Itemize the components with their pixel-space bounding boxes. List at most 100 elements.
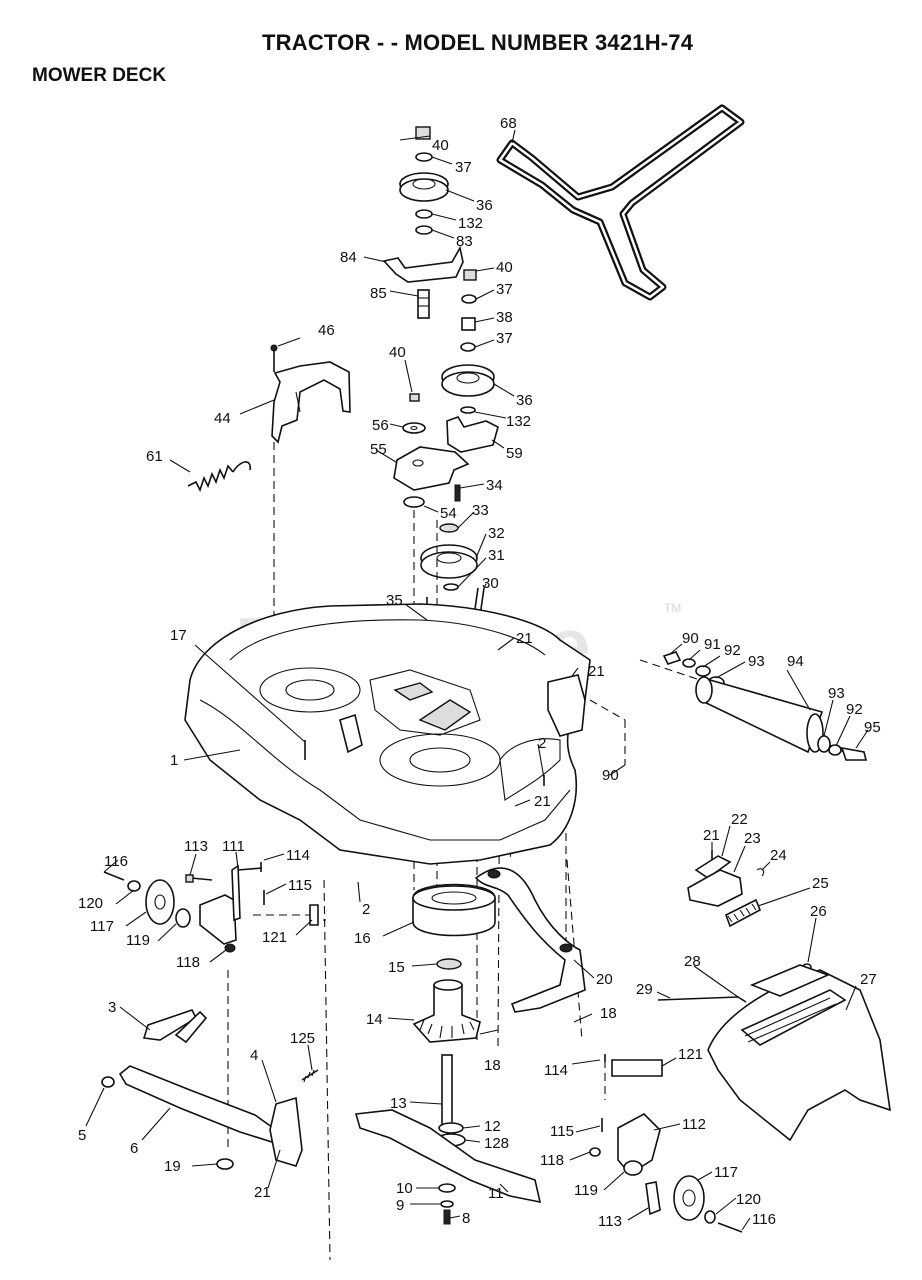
callout-84: 84 <box>340 249 357 266</box>
callout-40: 40 <box>389 344 406 361</box>
callout-labels: 40 37 36 132 83 84 85 68 40 37 38 37 36 … <box>78 115 881 1230</box>
callout-21: 21 <box>516 630 533 647</box>
callout-23: 23 <box>744 830 761 847</box>
watermark-trademark: TM <box>664 601 681 615</box>
callout-36: 36 <box>516 392 533 409</box>
callout-19: 19 <box>164 1158 181 1175</box>
leader-lines <box>85 129 869 1231</box>
callout-90: 90 <box>682 630 699 647</box>
callout-54: 54 <box>440 505 457 522</box>
callout-116: 116 <box>104 853 128 870</box>
callout-3: 3 <box>108 999 116 1016</box>
callout-92: 92 <box>724 642 741 659</box>
callout-115: 115 <box>550 1123 574 1140</box>
callout-26: 26 <box>810 903 827 920</box>
callout-91: 91 <box>704 636 721 653</box>
callout-119: 119 <box>126 932 150 949</box>
lower-idler-assembly <box>441 269 499 453</box>
callout-112: 112 <box>682 1116 706 1133</box>
callout-34: 34 <box>486 477 503 494</box>
anti-scalp-roller-assembly <box>662 651 868 761</box>
callout-95: 95 <box>864 719 881 736</box>
callout-85: 85 <box>370 285 387 302</box>
callout-37: 37 <box>455 159 472 176</box>
callout-132: 132 <box>458 215 483 232</box>
callout-18: 18 <box>600 1005 617 1022</box>
page-title: TRACTOR - - MODEL NUMBER 3421H-74 <box>262 30 694 55</box>
callout-90: 90 <box>602 767 619 784</box>
callout-120: 120 <box>78 895 103 912</box>
callout-37: 37 <box>496 330 513 347</box>
callout-10: 10 <box>396 1180 413 1197</box>
callout-29: 29 <box>636 981 653 998</box>
callout-21: 21 <box>254 1184 271 1201</box>
callout-25: 25 <box>812 875 829 892</box>
callout-117: 117 <box>714 1164 738 1181</box>
callout-55: 55 <box>370 441 387 458</box>
front-lift-arm-part <box>474 867 586 1013</box>
callout-92: 92 <box>846 701 863 718</box>
section-title: MOWER DECK <box>32 65 167 86</box>
callout-59: 59 <box>506 445 523 462</box>
callout-37: 37 <box>496 281 513 298</box>
callout-9: 9 <box>396 1197 404 1214</box>
callout-21: 21 <box>703 827 720 844</box>
center-pulley-assembly <box>393 393 485 622</box>
callout-114: 114 <box>286 847 310 864</box>
callout-68: 68 <box>500 115 517 132</box>
callout-17: 17 <box>170 627 187 644</box>
mower-deck-part <box>184 603 591 865</box>
belt-guard-part <box>270 344 351 444</box>
callout-27: 27 <box>860 971 877 988</box>
callout-35: 35 <box>386 592 403 609</box>
mower-belt-part <box>496 104 745 301</box>
callout-6: 6 <box>130 1140 138 1157</box>
callout-93: 93 <box>828 685 845 702</box>
callout-14: 14 <box>366 1011 383 1028</box>
callout-28: 28 <box>684 953 701 970</box>
left-gauge-wheel-assembly <box>103 862 319 953</box>
callout-40: 40 <box>432 137 449 154</box>
callout-46: 46 <box>318 322 335 339</box>
callout-40: 40 <box>496 259 513 276</box>
callout-118: 118 <box>540 1152 564 1169</box>
callout-24: 24 <box>770 847 787 864</box>
callout-56: 56 <box>372 417 389 434</box>
callout-83: 83 <box>456 233 473 250</box>
callout-32: 32 <box>488 525 505 542</box>
spring-part <box>187 461 251 493</box>
callout-116: 116 <box>752 1211 776 1228</box>
callout-16: 16 <box>354 930 371 947</box>
callout-21: 21 <box>588 663 605 680</box>
callout-119: 119 <box>574 1182 598 1199</box>
upper-idler-assembly <box>382 126 464 319</box>
callout-5: 5 <box>78 1127 86 1144</box>
callout-8: 8 <box>462 1210 470 1227</box>
callout-61: 61 <box>146 448 163 465</box>
callout-115: 115 <box>288 877 312 894</box>
callout-2: 2 <box>362 901 370 918</box>
callout-121: 121 <box>262 929 287 946</box>
callout-20: 20 <box>596 971 613 988</box>
callout-11: 11 <box>488 1185 504 1202</box>
callout-121: 121 <box>678 1046 703 1063</box>
callout-1: 1 <box>170 752 178 769</box>
callout-36: 36 <box>476 197 493 214</box>
callout-18: 18 <box>484 1057 501 1074</box>
right-gauge-wheel-assembly <box>589 1054 743 1233</box>
callout-22: 22 <box>731 811 748 828</box>
callout-113: 113 <box>598 1213 622 1230</box>
rear-lift-link-assembly <box>101 1009 319 1170</box>
blade-spindle-assembly <box>354 883 542 1225</box>
callout-21: 21 <box>534 793 551 810</box>
callout-93: 93 <box>748 653 765 670</box>
callout-33: 33 <box>472 502 489 519</box>
callout-111: 111 <box>222 838 245 855</box>
callout-132: 132 <box>506 413 531 430</box>
callout-125: 125 <box>290 1030 315 1047</box>
callout-15: 15 <box>388 959 405 976</box>
callout-118: 118 <box>176 954 200 971</box>
callout-30: 30 <box>482 575 499 592</box>
callout-13: 13 <box>390 1095 407 1112</box>
